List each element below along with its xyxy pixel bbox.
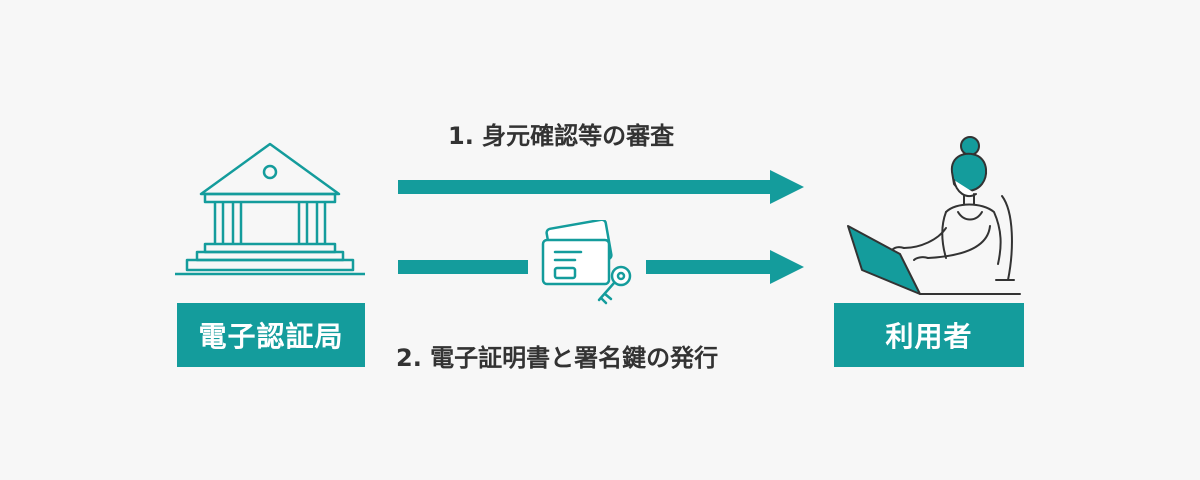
step-2-arrow	[646, 250, 804, 284]
step-2-label: 2. 電子証明書と署名鍵の発行	[396, 344, 719, 372]
step-2-arrow-left-segment	[398, 260, 528, 274]
left-actor-label: 電子認証局	[177, 303, 365, 367]
bank-building-icon	[175, 142, 365, 276]
certificate-card-with-key-icon	[541, 220, 632, 305]
step-1-arrow	[398, 170, 804, 204]
person-with-laptop-icon	[847, 136, 1021, 295]
right-actor-label: 利用者	[834, 303, 1024, 367]
step-1-label: 1. 身元確認等の審査	[448, 122, 675, 150]
